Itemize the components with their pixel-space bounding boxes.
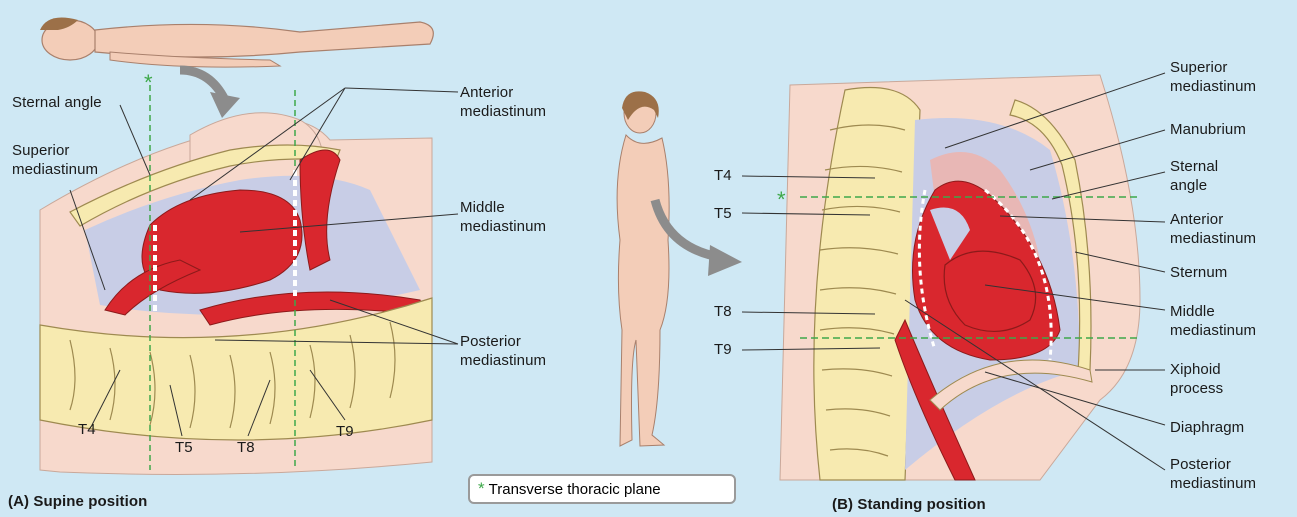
label-t5-b: T5 — [714, 204, 732, 223]
label-t5-a: T5 — [175, 438, 193, 457]
legend-box: *Transverse thoracic plane — [468, 474, 736, 504]
label-middle-mediastinum-b: Middle mediastinum — [1170, 302, 1256, 340]
star-marker-icon: * — [478, 479, 485, 498]
label-sternal-angle-b: Sternal angle — [1170, 157, 1218, 195]
supine-body-icon — [40, 18, 433, 68]
panel-a-illustration: * — [40, 18, 458, 475]
standing-body-icon — [617, 91, 669, 446]
label-diaphragm-b: Diaphragm — [1170, 418, 1244, 437]
label-manubrium-b: Manubrium — [1170, 120, 1246, 139]
legend-text: Transverse thoracic plane — [489, 481, 661, 498]
label-t8-a: T8 — [237, 438, 255, 457]
label-superior-mediastinum-a: Superior mediastinum — [12, 141, 98, 179]
label-middle-mediastinum-a: Middle mediastinum — [460, 198, 546, 236]
label-t9-b: T9 — [714, 340, 732, 359]
svg-text:*: * — [777, 187, 786, 212]
label-sternum-b: Sternum — [1170, 263, 1227, 282]
caption-a: (A) Supine position — [8, 492, 147, 511]
svg-text:*: * — [144, 70, 153, 95]
label-superior-mediastinum-b: Superior mediastinum — [1170, 58, 1256, 96]
label-t4-a: T4 — [78, 420, 96, 439]
label-t4-b: T4 — [714, 166, 732, 185]
panel-b-illustration: * — [742, 73, 1165, 480]
label-t8-b: T8 — [714, 302, 732, 321]
label-sternal-angle-a: Sternal angle — [12, 93, 102, 112]
label-anterior-mediastinum-a: Anterior mediastinum — [460, 83, 546, 121]
label-anterior-mediastinum-b: Anterior mediastinum — [1170, 210, 1256, 248]
label-posterior-mediastinum-a: Posterior mediastinum — [460, 332, 546, 370]
label-xiphoid-process-b: Xiphoid process — [1170, 360, 1223, 398]
caption-b: (B) Standing position — [832, 495, 986, 514]
label-t9-a: T9 — [336, 422, 354, 441]
label-posterior-mediastinum-b: Posterior mediastinum — [1170, 455, 1256, 493]
